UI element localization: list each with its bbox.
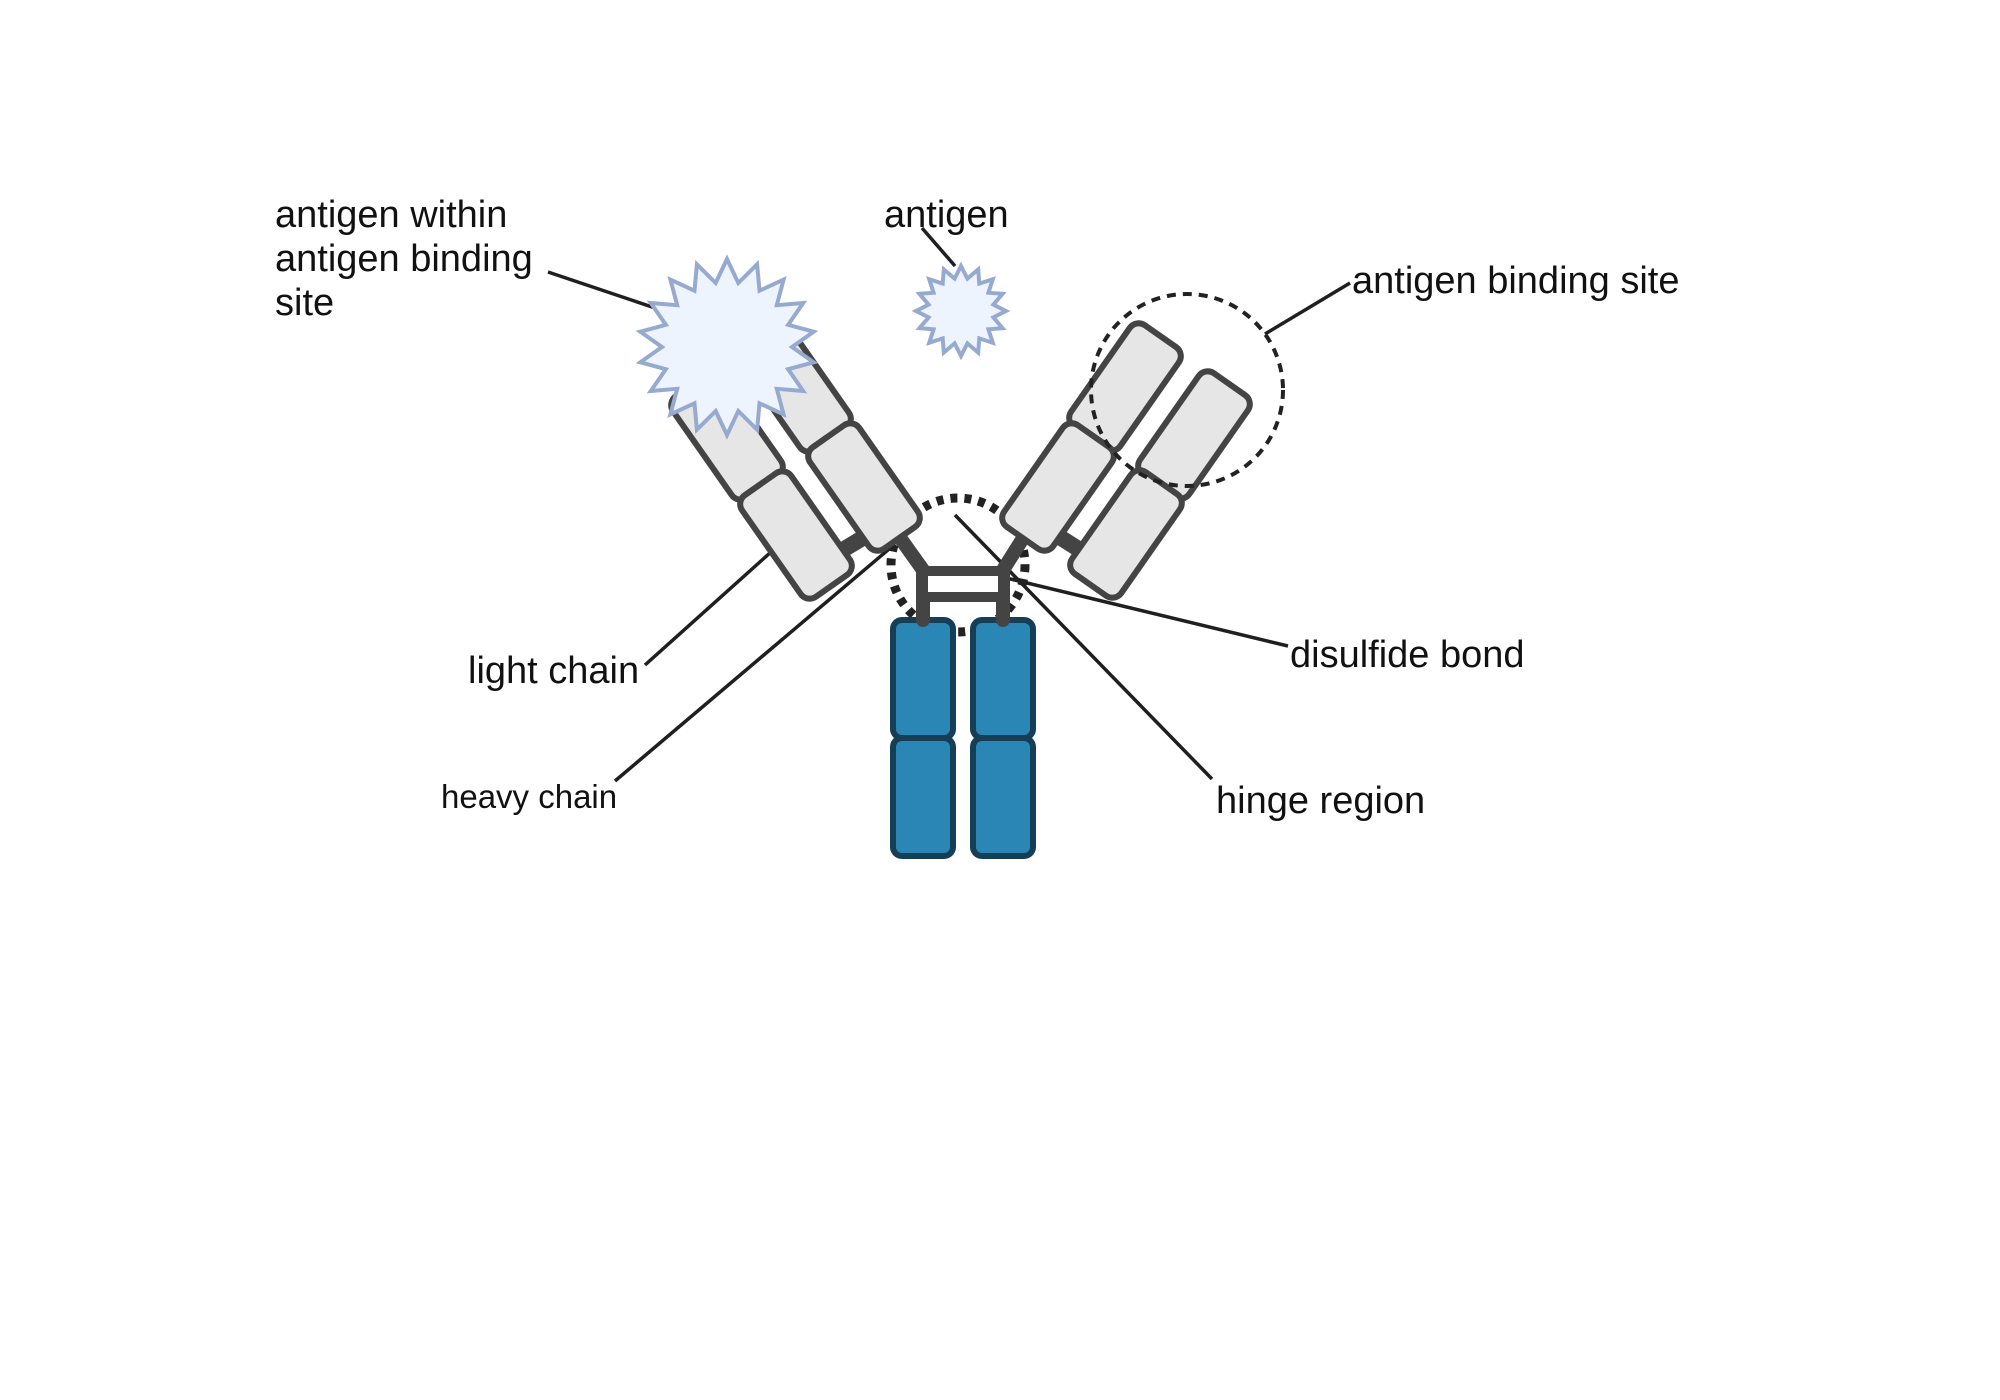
heavy-chain-left-ch3 [890, 735, 956, 859]
leader-light-chain [643, 550, 773, 667]
hinge-region-circle [886, 493, 1030, 637]
label-antigen: antigen [884, 194, 1009, 236]
label-antigen-within-site-line-1: antigen within [275, 194, 507, 236]
leader-antigen-binding-site [1264, 281, 1351, 336]
left-light-chain-cl [737, 468, 855, 602]
heavy-chain-left-ch2 [890, 617, 956, 741]
label-antigen-within-site: antigen within antigen binding site [275, 194, 543, 324]
leader-hinge-region [953, 513, 1214, 781]
label-hinge-region: hinge region [1216, 780, 1425, 822]
heavy-chain-fc [890, 617, 1036, 859]
heavy-chain-right-ch2 [970, 617, 1036, 741]
antigen-binding-site-circle [1089, 292, 1285, 488]
disulfide-bond [918, 566, 1008, 602]
antigen-bound-star [635, 254, 819, 440]
label-disulfide-bond: disulfide bond [1290, 634, 1525, 676]
label-antigen-binding-site: antigen binding site [1352, 260, 1679, 302]
labels: antigen within antigen binding site anti… [275, 194, 1679, 822]
antigen-free-star [911, 261, 1011, 361]
label-antigen-within-site-line-3: site [275, 282, 334, 324]
leader-heavy-chain [613, 542, 897, 783]
heavy-chain-right-ch3 [970, 735, 1036, 859]
right-fab-arm [999, 320, 1253, 601]
label-heavy-chain: heavy chain [441, 778, 617, 815]
label-antigen-within-site-line-2: antigen binding [275, 238, 533, 280]
leader-antigen [920, 226, 957, 268]
right-heavy-chain-ch1 [999, 420, 1117, 554]
left-heavy-chain-ch1 [805, 420, 923, 554]
leader-antigen-within-site [547, 270, 671, 315]
label-light-chain: light chain [468, 650, 639, 692]
